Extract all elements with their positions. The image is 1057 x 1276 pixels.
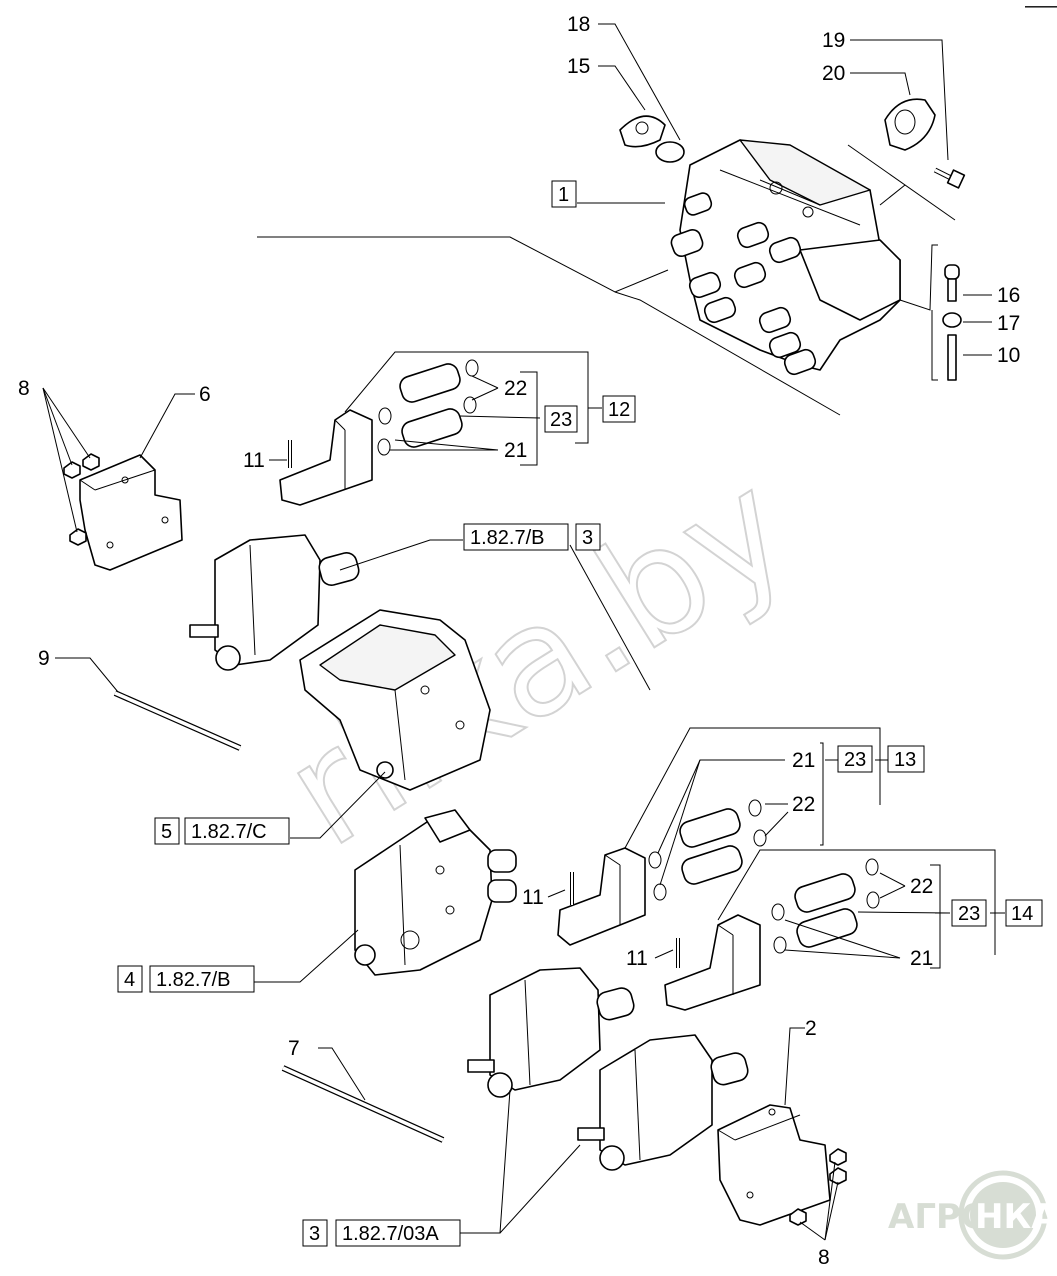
part-15-coupling: [619, 115, 666, 148]
callout-3-top: 3: [582, 527, 593, 549]
callout-labels: 18 15 19 20 16 17 10 8 6 22 21 11 9 21 2…: [18, 13, 1020, 1269]
ref-1-82-7-b-mid: 1.82.7/B: [156, 969, 231, 991]
leader-lines: [42, 23, 1005, 1241]
ref-1-82-7-b-top: 1.82.7/B: [470, 527, 545, 549]
part-18-o-ring: [655, 141, 685, 163]
callout-21-low: 21: [910, 947, 933, 970]
logo-text-left: АГРО: [888, 1197, 990, 1237]
callout-21-mid: 21: [792, 749, 815, 772]
middle-spool-kit: [557, 799, 767, 946]
valve-section-3-upper: [189, 534, 360, 671]
callout-8-left: 8: [18, 377, 30, 400]
callout-19: 19: [822, 29, 845, 52]
callout-23-mid: 23: [844, 749, 866, 771]
callout-17: 17: [997, 312, 1020, 335]
callout-18: 18: [567, 13, 590, 36]
callout-22-mid: 22: [792, 793, 815, 816]
callout-10: 10: [997, 344, 1020, 367]
corner-mark: ——: [1025, 0, 1057, 17]
callout-15: 15: [567, 55, 590, 78]
part-10-stud: [947, 334, 957, 381]
part-7-rod: [281, 1065, 445, 1143]
callout-22-low: 22: [910, 875, 933, 898]
callout-8-right: 8: [818, 1246, 830, 1269]
callout-21-top: 21: [504, 439, 527, 462]
valve-section-3-lower-b: [577, 1034, 749, 1171]
part-16-bolt: [944, 264, 960, 302]
part-20-flange: [884, 98, 936, 151]
valve-section-5-housing: [299, 609, 491, 791]
callout-12: 12: [608, 399, 630, 421]
callout-9: 9: [38, 647, 50, 670]
callout-1: 1: [558, 184, 569, 206]
callout-2: 2: [805, 1017, 817, 1040]
part-9-rod: [113, 690, 242, 751]
part-8-nuts-right: [789, 1148, 847, 1226]
boxed-labels: 1 12 23 1.82.7/B 3 5 1.82.7/C 23 13 23 1…: [117, 180, 1043, 1247]
callout-11-low: 11: [626, 947, 648, 970]
callout-3-bottom: 3: [309, 1223, 320, 1245]
lower-spool-kit: [664, 858, 880, 1011]
upper-spool-kit: [279, 359, 479, 506]
callout-13: 13: [894, 749, 916, 771]
part-17-washer: [942, 312, 962, 328]
valve-section-3-lower-a: [467, 967, 635, 1098]
ref-1-82-7-03a: 1.82.7/03A: [342, 1223, 439, 1245]
valve-section-4: [354, 809, 517, 976]
agronka-logo: АГРО НКА: [888, 1170, 1057, 1260]
valve-fittings: [670, 192, 817, 376]
part-19-bolt: [933, 167, 966, 189]
callout-7: 7: [288, 1037, 300, 1060]
callout-16: 16: [997, 284, 1020, 307]
callout-11-mid: 11: [522, 886, 544, 909]
callout-20: 20: [822, 62, 845, 85]
part-6-cover-plate: [79, 454, 183, 571]
callout-22-top: 22: [504, 377, 527, 400]
callout-11-top: 11: [243, 449, 265, 472]
callout-23-top: 23: [550, 409, 572, 431]
part-2-end-cover: [717, 1104, 831, 1226]
callout-5: 5: [161, 821, 172, 843]
callout-4: 4: [124, 969, 135, 991]
part-8-nuts-left: [63, 453, 100, 546]
control-valve-assembly: [670, 139, 901, 376]
callout-14: 14: [1011, 903, 1033, 925]
callout-6: 6: [199, 383, 211, 406]
ref-1-82-7-c: 1.82.7/C: [191, 821, 267, 843]
logo-text-right: НКА: [975, 1197, 1057, 1237]
callout-23-low: 23: [958, 903, 980, 925]
